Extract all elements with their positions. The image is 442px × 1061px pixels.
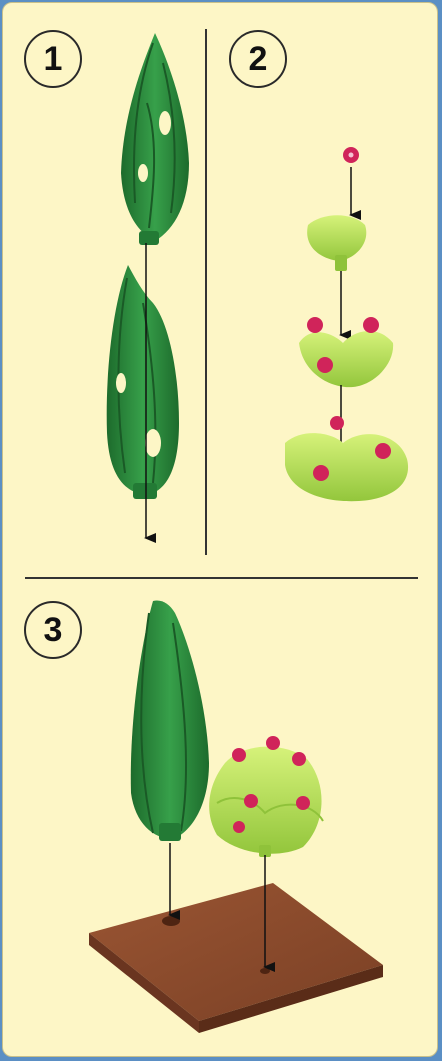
bush-icon bbox=[299, 317, 393, 387]
flower-icon bbox=[343, 147, 359, 163]
flower-icon bbox=[292, 752, 306, 766]
flower-icon bbox=[233, 821, 245, 833]
bush-icon bbox=[307, 215, 366, 271]
bush-icon bbox=[285, 416, 408, 501]
flower-icon bbox=[266, 736, 280, 750]
pine-tree-top-icon bbox=[121, 33, 189, 245]
flower-icon bbox=[232, 748, 246, 762]
pine-tree-assembled-icon bbox=[131, 601, 209, 842]
flower-icon bbox=[363, 317, 379, 333]
pine-tree-bottom-icon bbox=[107, 265, 179, 499]
baseplate-icon bbox=[89, 883, 383, 1033]
flower-icon bbox=[244, 794, 258, 808]
flower-icon bbox=[375, 443, 391, 459]
flower-icon bbox=[317, 357, 333, 373]
flower-icon bbox=[296, 796, 310, 810]
flower-icon bbox=[313, 465, 329, 481]
bush-assembled-icon bbox=[209, 736, 323, 857]
flower-icon bbox=[307, 317, 323, 333]
flower-icon bbox=[330, 416, 344, 430]
instruction-illustration bbox=[3, 3, 438, 1057]
